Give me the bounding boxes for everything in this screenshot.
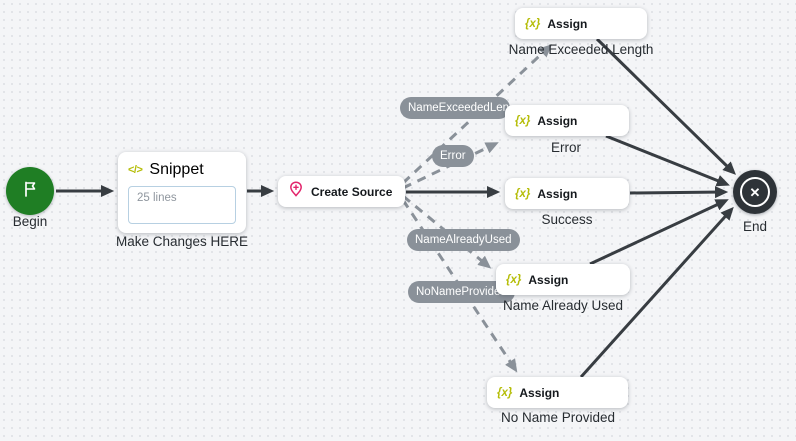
variable-icon: {x}: [515, 114, 531, 127]
assign-title: Assign: [547, 16, 588, 31]
edge-label-error[interactable]: Error: [432, 145, 474, 167]
edge-label-name-already-used[interactable]: NameAlreadyUsed: [407, 229, 520, 251]
pin-plus-icon: [288, 181, 304, 202]
create-source-node[interactable]: Create Source: [278, 176, 405, 207]
assign-node-name-already-used[interactable]: {x} Assign: [496, 264, 630, 295]
edge-no-name-provided-end[interactable]: [579, 206, 734, 379]
assign-caption-success: Success: [541, 212, 593, 227]
begin-label: Begin: [12, 214, 48, 229]
assign-caption-error: Error: [551, 140, 581, 155]
assign-node-name-exceeded[interactable]: {x} Assign: [515, 8, 647, 39]
end-label: End: [742, 219, 768, 234]
assign-caption-name-exceeded: Name Exceeded Length: [508, 42, 654, 57]
end-node[interactable]: ✕: [733, 170, 777, 214]
code-icon: </>: [128, 164, 143, 176]
snippet-caption: Make Changes HERE: [115, 234, 249, 249]
edge-label-no-name-provided[interactable]: NoNameProvided: [408, 281, 515, 303]
create-source-title: Create Source: [311, 184, 393, 199]
flag-icon: [20, 179, 40, 204]
assign-node-no-name-provided[interactable]: {x} Assign: [487, 377, 628, 408]
snippet-node[interactable]: </> Snippet 25 lines: [118, 152, 246, 233]
assign-title: Assign: [537, 113, 578, 128]
edge-name-exceeded-end[interactable]: [595, 37, 737, 175]
snippet-header: </> Snippet: [128, 161, 236, 179]
edge-success-end[interactable]: [629, 186, 729, 199]
edge-name-already-used-end[interactable]: [589, 199, 729, 266]
close-icon: ✕: [749, 184, 761, 200]
variable-icon: {x}: [525, 17, 541, 30]
snippet-preview[interactable]: 25 lines: [128, 186, 236, 224]
assign-node-success[interactable]: {x} Assign: [505, 178, 629, 209]
assign-title: Assign: [528, 272, 569, 287]
variable-icon: {x}: [515, 187, 531, 200]
end-ring: ✕: [740, 177, 770, 207]
begin-node[interactable]: [6, 167, 54, 215]
assign-title: Assign: [519, 385, 560, 400]
variable-icon: {x}: [497, 386, 513, 399]
edge-error-end[interactable]: [605, 134, 730, 187]
assign-caption-name-already-used: Name Already Used: [502, 298, 624, 313]
assign-node-error[interactable]: {x} Assign: [505, 105, 629, 136]
snippet-title: Snippet: [149, 161, 204, 178]
variable-icon: {x}: [506, 273, 522, 286]
assign-caption-no-name-provided: No Name Provided: [500, 410, 616, 425]
assign-title: Assign: [537, 186, 578, 201]
